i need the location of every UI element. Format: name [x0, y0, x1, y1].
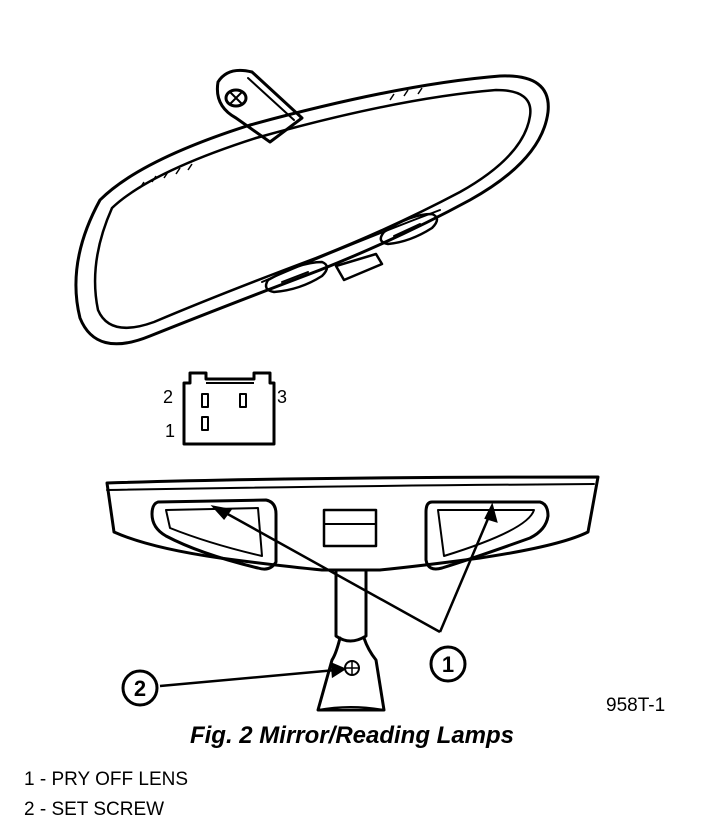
mount-screw [224, 88, 248, 108]
set-screw [344, 660, 360, 676]
figure-code: 958T-1 [606, 695, 666, 716]
callout-2-circle [121, 669, 159, 707]
mirror-lamp-lens-right [379, 212, 439, 246]
mirror-switch-tab [334, 252, 384, 282]
connector [182, 371, 276, 446]
mirror-perspective [74, 68, 550, 346]
mirror-mount-base [316, 636, 386, 712]
callout-1-circle [429, 645, 467, 683]
mirror-edge-texture [139, 87, 423, 189]
connector-pin-3-label: 3 [277, 387, 288, 407]
legend: 1 - PRY OFF LENS 2 - SET SCREW [24, 765, 188, 825]
figure-caption: Fig. 2 Mirror/Reading Lamps [189, 722, 515, 749]
mirror-bottom-view [105, 475, 600, 712]
mirror-housing [74, 74, 550, 346]
mirror-stem [334, 568, 368, 643]
callout-1-number: 1 [442, 652, 454, 677]
connector-pin-3 [239, 393, 247, 408]
connector-pin-2 [201, 393, 209, 408]
legend-item-1: 1 - PRY OFF LENS [24, 769, 189, 790]
right-reading-lamp [424, 500, 550, 571]
mirror-glass-rim [93, 88, 532, 330]
callout-2-number: 2 [134, 676, 146, 701]
connector-pin-2-label: 2 [163, 387, 174, 407]
center-switch [322, 508, 378, 548]
left-reading-lamp [150, 498, 278, 571]
callout-leaders [159, 502, 498, 688]
connector-body [182, 371, 276, 446]
mirror-lamp-lens-left [264, 260, 329, 294]
legend-item-2: 2 - SET SCREW [24, 799, 165, 820]
connector-pin-1 [201, 416, 209, 431]
connector-pin-1-label: 1 [165, 421, 176, 441]
